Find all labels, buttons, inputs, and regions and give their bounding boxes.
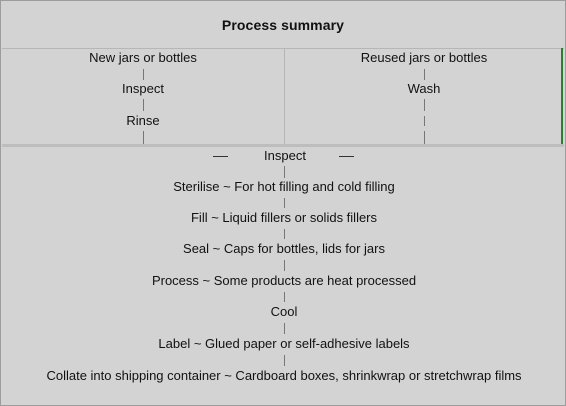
connector-line — [424, 99, 425, 111]
connector-line — [284, 292, 285, 302]
merge-dash-left — [213, 156, 228, 157]
step-fill: Fill ~ Liquid fillers or solids fillers — [190, 210, 378, 225]
connector-line — [424, 116, 425, 126]
connector-line — [424, 131, 425, 144]
branch-divider — [284, 48, 285, 144]
connector-line — [284, 260, 285, 271]
merge-dash-right — [339, 156, 354, 157]
step-collate: Collate into shipping container ~ Cardbo… — [46, 368, 522, 383]
connector-line — [284, 355, 285, 366]
step-sterilise: Sterilise ~ For hot filling and cold fil… — [173, 179, 395, 194]
panel-title: Process summary — [2, 2, 564, 49]
connector-line — [143, 69, 144, 80]
connector-line — [284, 166, 285, 178]
step-inspect-merged: Inspect — [264, 148, 306, 163]
step-rinse: Rinse — [126, 113, 160, 128]
step-seal: Seal ~ Caps for bottles, lids for jars — [183, 241, 385, 256]
intake-branches — [2, 48, 564, 147]
step-label: Label ~ Glued paper or self-adhesive lab… — [158, 336, 410, 351]
step-inspect-new: Inspect — [122, 81, 164, 96]
connector-line — [284, 198, 285, 208]
step-wash: Wash — [407, 81, 441, 96]
step-cool: Cool — [270, 304, 298, 319]
step-new-jars: New jars or bottles — [89, 50, 197, 65]
connector-line — [284, 323, 285, 334]
connector-line — [284, 229, 285, 239]
connector-line — [143, 99, 144, 111]
connector-line — [143, 131, 144, 144]
step-reused-jars: Reused jars or bottles — [360, 50, 488, 65]
connector-line — [424, 69, 425, 80]
highlight-edge — [561, 48, 563, 144]
step-process: Process ~ Some products are heat process… — [151, 273, 417, 288]
